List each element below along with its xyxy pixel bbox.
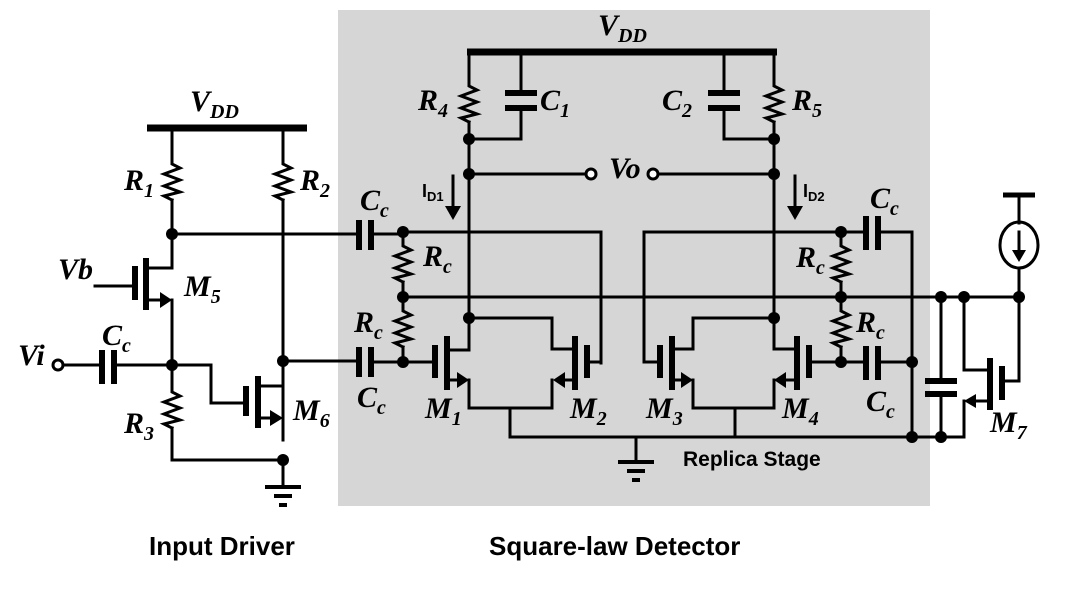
rc-label-left-top: Rc [422,240,452,278]
r4-label: R4 [417,84,448,122]
bias-stage-m7 [910,192,1040,443]
input-driver [51,124,360,507]
cc-label-right-top: Cc [870,182,899,220]
c1-label: C1 [540,84,570,122]
vb-label: Vb [58,253,93,286]
input-driver-caption: Input Driver [149,531,295,561]
square-law-detector [356,48,945,482]
transistor-m4 [772,316,840,410]
cc-label-left-top: Cc [360,184,389,222]
vdd-label-left: VDD [190,85,239,123]
cc-label-left-bottom: Cc [357,381,386,419]
cc-label-right-bottom: Cc [866,385,895,423]
ground-symbol-center [618,460,654,482]
transistor-m1 [401,316,471,410]
capacitor-cc-input [99,350,117,384]
id1-label: ID1 [422,181,444,204]
r5-label: R5 [791,84,822,122]
capacitor-cc-left-top [356,220,374,250]
m1-label: M1 [424,392,462,430]
square-law-detector-region [338,10,930,506]
r1-label: R1 [123,164,154,202]
capacitor-cc-right-top [863,216,881,250]
rc-label-right-bottom: Rc [855,306,885,344]
detector-caption: Square-law Detector [489,531,740,561]
vi-label: Vi [18,339,45,372]
c2-label: C2 [662,84,692,122]
vo-label: Vo [609,152,641,185]
id2-label: ID2 [803,181,825,204]
m7-label: M7 [989,406,1028,444]
replica-stage-label: Replica Stage [683,448,821,471]
m6-label: M6 [292,394,330,432]
transistor-m2 [550,336,603,410]
capacitor-cc-left-bottom [356,347,374,377]
resistor-r3 [162,386,182,430]
m2-label: M2 [569,392,607,430]
capacitor-cc-right-bottom [863,346,881,380]
cc-label-input: Cc [102,319,131,357]
current-arrow-id2 [787,174,803,220]
m3-label: M3 [645,392,683,430]
rc-label-left-bottom: Rc [353,306,383,344]
m5-label: M5 [183,270,221,308]
r3-label: R3 [123,407,154,445]
transistor-m3 [642,336,695,410]
ground-symbol-left [265,485,301,507]
transistor-m7 [964,394,976,408]
transistor-m6 [170,363,285,428]
rc-label-right-top: Rc [795,241,825,279]
resistor-r2 [273,158,293,202]
transistor-m5 [93,232,174,367]
r2-label: R2 [299,164,330,202]
resistor-r1 [162,158,182,202]
current-arrow-id1 [445,174,461,220]
vdd-label-detector: VDD [598,9,647,47]
m4-label: M4 [781,392,819,430]
vo-terminal-left [584,167,598,181]
